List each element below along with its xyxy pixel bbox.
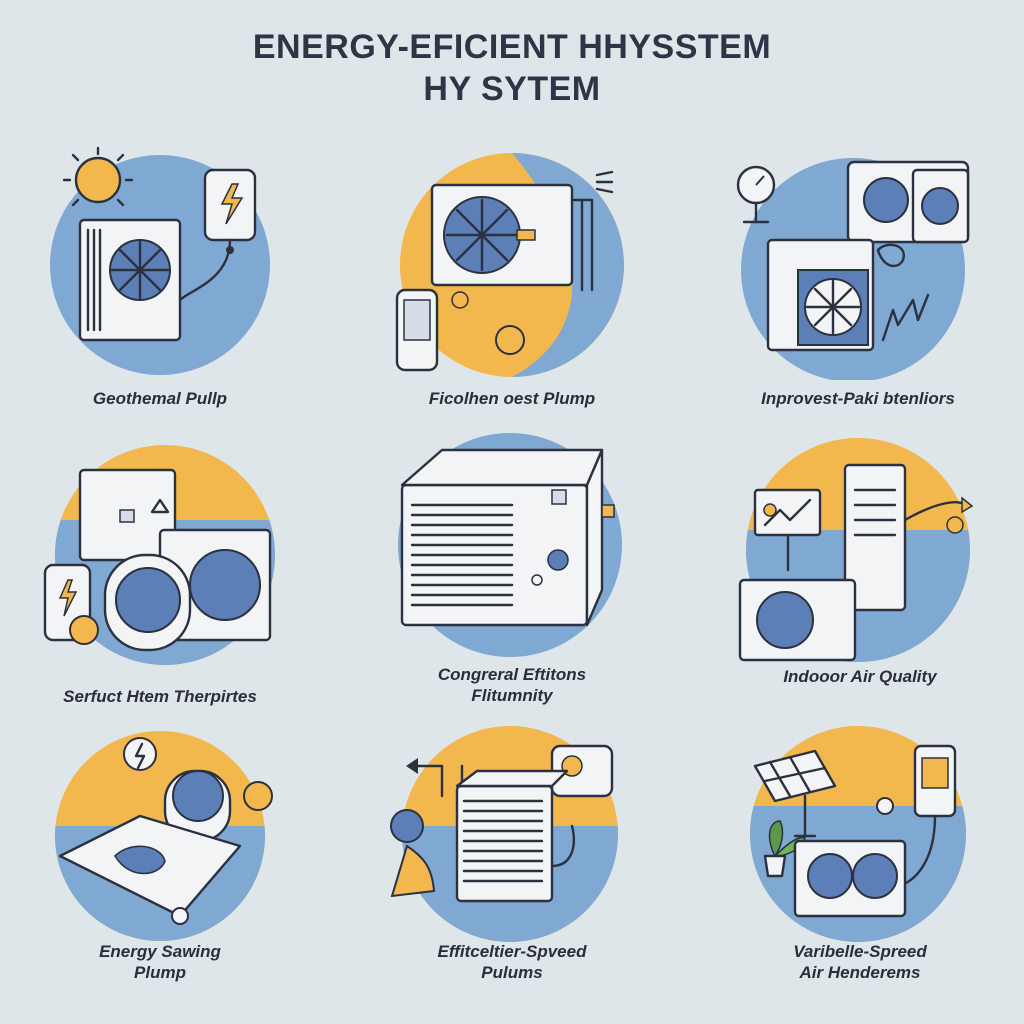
condenser-unit-icon: [398, 433, 622, 657]
variable-speed-pump-icon: [390, 726, 618, 942]
panel-geothermal-pump: Geothemal Pullp: [10, 140, 310, 420]
page-title-line-2: HY SYTEM: [423, 70, 601, 108]
panel-variable-speed-air-handlers: Varibelle-Spreed Air Henderems: [710, 726, 1010, 1016]
panel-caption-line-2: Air Henderems: [799, 963, 921, 982]
panel-caption-line-2: Plump: [134, 963, 186, 982]
panel-caption-line-2: Flitumnity: [471, 686, 553, 705]
page-title-line-1: ENERGY-EFICIENT HHYSSTEM: [252, 28, 772, 66]
panel-improvement: Inprovest-Paki btenliors: [708, 140, 1008, 420]
panel-caption-line-1: Congreral Eftitons: [437, 665, 587, 684]
panel-energy-saving-pump: Energy Sawing Plump: [10, 726, 310, 1016]
heat-pump-unit-icon: [50, 146, 270, 375]
panel-caption-line-1: Varibelle-Spreed: [793, 942, 927, 961]
panel-caption: Geothemal Pullp: [92, 389, 228, 408]
panel-caption: Indooor Air Quality: [783, 667, 937, 686]
hvac-monitoring-icon: [736, 158, 970, 380]
panel-general-efficiency: Congreral Eftitons Flitumnity: [362, 430, 662, 720]
panel-efficient-speed-pumps: Effitceltier-Spveed Pulums: [362, 726, 662, 1016]
panel-indoor-air-quality: Indooor Air Quality: [710, 430, 1010, 710]
panel-system-therapies: Serfuct Htem Therpirtes: [10, 440, 310, 720]
panel-caption-line-1: Effitceltier-Spveed: [437, 942, 587, 961]
boiler-fan-unit-icon: [43, 445, 275, 665]
panel-caption: Serfuct Htem Therpirtes: [63, 687, 257, 706]
split-ac-unit-icon: [395, 153, 624, 377]
panel-caption-line-1: Energy Sawing: [99, 942, 221, 961]
solar-air-handler-icon: [750, 726, 966, 942]
air-quality-unit-icon: [738, 438, 974, 662]
panel-caption: Inprovest-Paki btenliors: [761, 389, 955, 408]
energy-saving-pump-icon: [55, 731, 273, 941]
panel-caption-line-2: Pulums: [481, 963, 543, 982]
panel-split-pump: Ficolhen oest Plump: [362, 140, 662, 420]
panel-caption: Ficolhen oest Plump: [428, 389, 596, 408]
